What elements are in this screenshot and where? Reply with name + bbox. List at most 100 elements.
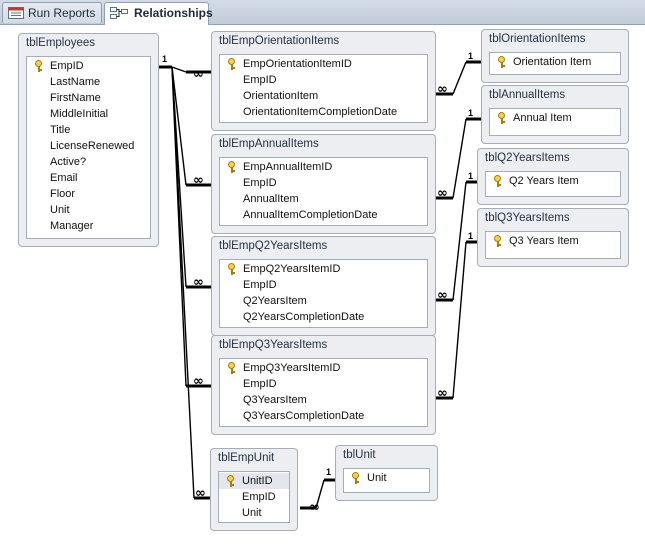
field-list[interactable]: Orientation Item bbox=[489, 52, 621, 75]
cardinality-one-label: 1 bbox=[326, 467, 331, 477]
tab-run-reports[interactable]: Run Reports bbox=[2, 2, 102, 23]
field-item[interactable]: Unit bbox=[219, 505, 289, 521]
field-item[interactable]: EmpID bbox=[220, 376, 427, 392]
primary-key-field[interactable]: Annual Item bbox=[490, 110, 620, 126]
field-label: EmpQ2YearsItemID bbox=[243, 263, 341, 275]
table-title[interactable]: tblEmployees bbox=[26, 37, 96, 49]
primary-key-field[interactable]: Q3 Years Item bbox=[486, 233, 620, 249]
field-item[interactable]: Manager bbox=[27, 218, 150, 234]
table-tblQ3YearsItems[interactable]: tblQ3YearsItems Q3 Years Item bbox=[477, 208, 629, 267]
relationship-q3items[interactable] bbox=[436, 240, 481, 400]
field-item[interactable]: Active? bbox=[27, 154, 150, 170]
field-item[interactable]: EmpID bbox=[219, 489, 289, 505]
cardinality-many-label: ∞ bbox=[193, 275, 204, 290]
cardinality-one-label: 1 bbox=[468, 51, 473, 61]
field-item[interactable]: Q2YearsCompletionDate bbox=[220, 309, 427, 325]
table-title[interactable]: tblOrientationItems bbox=[489, 33, 586, 45]
cardinality-many-label: ∞ bbox=[437, 82, 448, 97]
field-label: EmpOrientationItemID bbox=[243, 58, 352, 70]
field-item[interactable]: EmpID bbox=[220, 277, 427, 293]
primary-key-field[interactable]: Unit bbox=[344, 470, 429, 486]
field-item[interactable]: EmpID bbox=[220, 175, 427, 191]
field-item[interactable]: MiddleInitial bbox=[27, 106, 150, 122]
field-item[interactable]: LastName bbox=[27, 74, 150, 90]
table-title[interactable]: tblAnnualItems bbox=[489, 89, 566, 101]
field-item[interactable]: Q3YearsCompletionDate bbox=[220, 408, 427, 424]
field-item[interactable]: EmpID bbox=[220, 72, 427, 88]
cardinality-many-label: ∞ bbox=[195, 486, 206, 501]
table-title[interactable]: tblEmpQ2YearsItems bbox=[219, 240, 328, 252]
key-icon bbox=[227, 58, 237, 70]
field-label: EmpQ3YearsItemID bbox=[243, 362, 341, 374]
field-label: UnitID bbox=[242, 475, 273, 487]
relationship-employees-empunit[interactable] bbox=[171, 66, 210, 500]
field-item[interactable]: OrientationItemCompletionDate bbox=[220, 104, 427, 120]
field-item[interactable]: LicenseRenewed bbox=[27, 138, 150, 154]
field-item[interactable]: AnnualItemCompletionDate bbox=[220, 207, 427, 223]
field-label: EmpID bbox=[243, 177, 277, 189]
field-list[interactable]: Q2 Years Item bbox=[485, 171, 621, 197]
table-title[interactable]: tblEmpOrientationItems bbox=[219, 35, 340, 47]
field-list[interactable]: Annual Item bbox=[489, 108, 621, 136]
field-item[interactable]: Email bbox=[27, 170, 150, 186]
relationship-orientationitems[interactable] bbox=[436, 60, 481, 96]
tab-relationships[interactable]: Relationships bbox=[104, 2, 213, 25]
key-icon bbox=[34, 60, 44, 72]
field-list[interactable]: UnitID EmpID Unit bbox=[218, 471, 290, 523]
primary-key-field[interactable]: UnitID bbox=[219, 473, 289, 489]
field-item[interactable]: Q2YearsItem bbox=[220, 293, 427, 309]
field-item[interactable]: Q3YearsItem bbox=[220, 392, 427, 408]
table-title[interactable]: tblQ3YearsItems bbox=[485, 212, 570, 224]
table-title[interactable]: tblUnit bbox=[343, 449, 376, 461]
primary-key-field[interactable]: Q2 Years Item bbox=[486, 173, 620, 189]
field-label: EmpID bbox=[242, 491, 276, 503]
field-item[interactable]: Title bbox=[27, 122, 150, 138]
primary-key-field[interactable]: EmpAnnualItemID bbox=[220, 159, 427, 175]
table-title[interactable]: tblQ2YearsItems bbox=[485, 152, 570, 164]
field-label: Title bbox=[50, 124, 71, 136]
primary-key-field[interactable]: EmpQ3YearsItemID bbox=[220, 360, 427, 376]
cardinality-many-label: ∞ bbox=[437, 288, 448, 303]
cardinality-many-label: ∞ bbox=[193, 374, 204, 389]
key-icon bbox=[497, 112, 507, 124]
field-label: Active? bbox=[50, 156, 87, 168]
field-item[interactable]: Unit bbox=[27, 202, 150, 218]
field-item[interactable]: OrientationItem bbox=[220, 88, 427, 104]
table-title[interactable]: tblEmpQ3YearsItems bbox=[219, 339, 328, 351]
table-title[interactable]: tblEmpAnnualItems bbox=[219, 138, 319, 150]
relationship-employees-orientation[interactable] bbox=[159, 65, 211, 74]
primary-key-field[interactable]: EmpQ2YearsItemID bbox=[220, 261, 427, 277]
primary-key-field[interactable]: Orientation Item bbox=[490, 54, 620, 70]
field-list[interactable]: Unit bbox=[343, 468, 430, 493]
relationship-q2items[interactable] bbox=[436, 180, 481, 302]
primary-key-field[interactable]: EmpOrientationItemID bbox=[220, 56, 427, 72]
table-title[interactable]: tblEmpUnit bbox=[218, 452, 275, 464]
relationship-employees-annual[interactable] bbox=[171, 66, 211, 187]
relationship-annualitems[interactable] bbox=[436, 117, 481, 200]
field-list[interactable]: Q3 Years Item bbox=[485, 231, 621, 259]
field-item[interactable]: Floor bbox=[27, 186, 150, 202]
relationship-employees-q2[interactable] bbox=[171, 66, 211, 289]
table-tblQ2YearsItems[interactable]: tblQ2YearsItems Q2 Years Item bbox=[477, 148, 629, 205]
field-item[interactable]: FirstName bbox=[27, 90, 150, 106]
field-label: OrientationItemCompletionDate bbox=[243, 106, 398, 118]
field-item[interactable]: AnnualItem bbox=[220, 191, 427, 207]
cardinality-one-label: 1 bbox=[468, 171, 473, 181]
primary-key-field[interactable]: EmpID bbox=[27, 58, 150, 74]
relationship-unit[interactable] bbox=[300, 478, 335, 510]
relationship-employees-q3[interactable] bbox=[171, 66, 211, 388]
